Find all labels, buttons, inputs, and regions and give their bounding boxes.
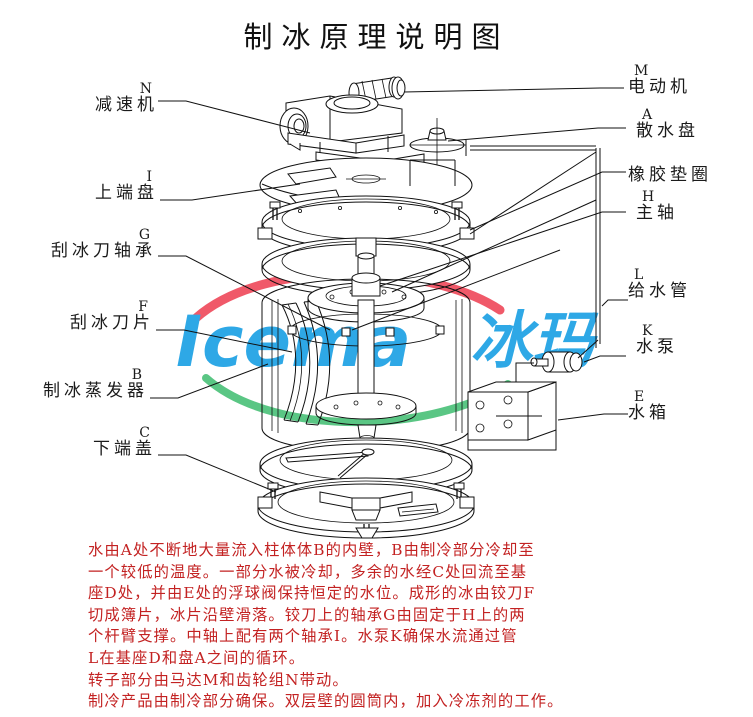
label-n-gear-reducer: N 减速机	[6, 82, 158, 115]
label-key: N	[139, 81, 152, 97]
label-e-water-tank: E 水箱	[628, 390, 670, 423]
label-key: A	[642, 107, 653, 123]
label-text: 减速机	[95, 95, 158, 116]
main-shaft-center	[357, 299, 375, 404]
description-paragraph: 水由A处不断地大量流入柱体体B的内壁，B由制冷部分冷却至 一个较低的温度。一部分…	[88, 540, 738, 713]
label-m-motor: M 电动机	[628, 64, 691, 97]
label-c-bottom-cap: C 下端盖	[6, 426, 156, 459]
description-line: 水由A处不断地大量流入柱体体B的内壁，B由制冷部分冷却至	[88, 541, 535, 559]
label-key: E	[634, 389, 645, 405]
label-g-scraper-bearing: G 刮冰刀轴承	[0, 228, 156, 261]
lower-hub-flange	[315, 392, 417, 452]
water-spreader-disc	[409, 118, 466, 165]
label-text: 橡胶垫圈	[628, 165, 712, 185]
bottom-end-cap	[257, 477, 475, 539]
label-i-upper-plate: I 上端盘	[6, 170, 158, 203]
description-line: 切成簿片，冰片沿壁滑落。铰刀上的轴承G由固定于H上的两	[88, 605, 526, 624]
label-text: 下端盖	[93, 439, 156, 460]
water-supply-pipe	[465, 140, 601, 348]
label-text: 电动机	[628, 77, 691, 98]
label-text: 制冰蒸发器	[43, 381, 148, 402]
label-text: 刮冰刀片	[70, 313, 154, 334]
label-text: 上端盘	[95, 183, 158, 204]
label-k-water-pump: K 水泵	[636, 324, 678, 357]
leader-lines-left	[150, 100, 331, 493]
description-line: 转子部分由马达M和齿轮组N带动。	[88, 670, 349, 689]
label-text: 散水盘	[636, 121, 699, 142]
label-text: 给水管	[628, 281, 691, 302]
label-text: 水箱	[628, 403, 670, 424]
description-line: 制冷产品由制冷部分确保。双层壁的圆筒内，加入冷冻剂的工作。	[88, 692, 564, 711]
label-key: M	[634, 63, 649, 79]
gear-reducer-motor-assembly	[279, 76, 425, 222]
label-key: F	[138, 299, 148, 315]
leader-lines-cross	[351, 151, 597, 331]
label-h-main-shaft: H 主轴	[636, 190, 678, 223]
label-a-spreader-disc: A 散水盘	[636, 108, 699, 141]
rubber-gasket-ring-upper	[257, 195, 475, 255]
label-l-water-pipe: L 给水管	[628, 268, 691, 301]
label-text: 主轴	[636, 203, 678, 224]
description-line: 个杆臂支撑。中轴上配有两个轴承I。水泵K确保水流通过管	[88, 627, 518, 646]
label-key: C	[139, 425, 150, 441]
description-line: L在基座D和盘A之间的循环。	[88, 648, 306, 667]
label-b-evaporator: B 制冰蒸发器	[0, 368, 148, 401]
leader-lines-right	[379, 87, 628, 421]
label-text: 水泵	[636, 337, 678, 358]
water-pump	[515, 339, 599, 382]
water-tank-box	[467, 381, 557, 451]
label-key: L	[634, 267, 644, 283]
label-key: K	[642, 323, 653, 339]
label-rubber-gasket: 橡胶垫圈	[628, 165, 712, 185]
page-title: 制冰原理说明图	[243, 20, 510, 54]
label-key: B	[131, 367, 142, 383]
label-text: 刮冰刀轴承	[51, 241, 156, 262]
label-key: H	[642, 189, 655, 205]
label-f-scraper-blade: F 刮冰刀片	[0, 300, 154, 333]
description-line: 座D处，并由E处的浮球阀保持恒定的水位。成形的冰由铰刀F	[88, 584, 536, 603]
description-line: 一个较低的温度。一部分水被冷却，多余的水经C处回流至基	[88, 562, 528, 581]
label-key: I	[146, 169, 152, 185]
label-key: G	[138, 227, 150, 243]
